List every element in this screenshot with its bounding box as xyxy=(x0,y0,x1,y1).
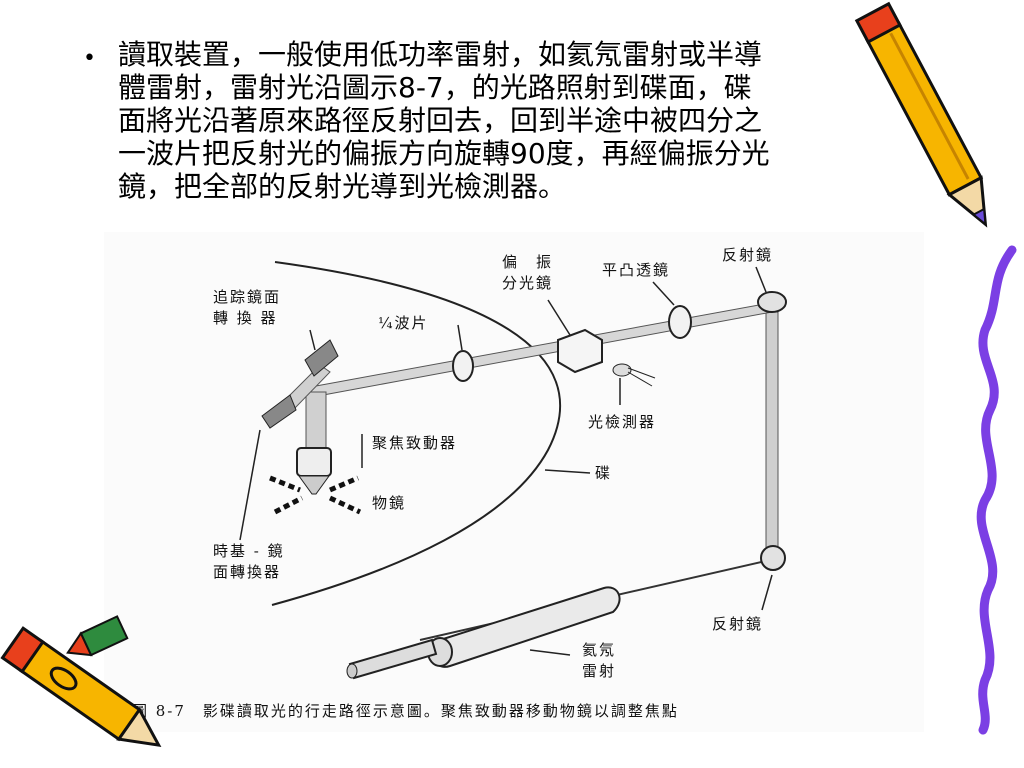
tracking-mirror xyxy=(304,339,339,377)
text-line: 鏡，把全部的反射光導到光檢測器。 xyxy=(118,170,567,203)
label-objective: 物鏡 xyxy=(372,494,407,512)
text-line: 體雷射，雷射光沿圖示8-7，的光路照射到碟面，碟 xyxy=(118,71,752,104)
focus-actuator xyxy=(296,447,332,495)
label-plano-convex-lens: 平凸透鏡 xyxy=(602,261,671,279)
timebase-mirror xyxy=(261,394,297,429)
pencil-icon xyxy=(66,615,129,657)
label-reflector-bottom: 反射鏡 xyxy=(712,615,764,633)
pencil-icon xyxy=(854,1,988,228)
pencil-icon xyxy=(0,626,162,747)
label-photo-detector: 光檢測器 xyxy=(588,413,657,431)
label-tracking-mirror: 追踪鏡面 轉 換 器 xyxy=(213,288,282,327)
figure-caption: 圖 8-7 影碟讀取光的行走路徑示意圖。聚焦致動器移動物鏡以調整焦點 xyxy=(132,702,679,720)
text-line: 一波片把反射光的偏振方向旋轉90度，再經偏振分光 xyxy=(118,137,770,170)
label-disc: 碟 xyxy=(595,464,613,482)
label-focus-actuator: 聚焦致動器 xyxy=(372,434,458,452)
squiggle-icon xyxy=(976,245,1017,735)
text-line: 面將光沿著原來路徑反射回去，回到半途中被四分之 xyxy=(118,104,763,137)
quarter-wave-plate xyxy=(452,350,474,382)
label-polarizing-splitter: 偏 振 分光鏡 xyxy=(502,253,554,292)
label-timebase-mirror: 時基 - 鏡 面轉換器 xyxy=(213,542,285,581)
bullet-paragraph: 讀取裝置，一般使用低功率雷射，如氦氖雷射或半導 體雷射，雷射光沿圖示8-7，的光… xyxy=(118,38,908,203)
text-line: 讀取裝置，一般使用低功率雷射，如氦氖雷射或半導 xyxy=(118,38,763,71)
diagram-area xyxy=(104,232,924,732)
label-reflector-top: 反射鏡 xyxy=(722,246,774,264)
reflector-top xyxy=(757,291,787,313)
label-hene-laser: 氦氖 雷射 xyxy=(582,641,617,680)
label-pointers xyxy=(239,266,773,656)
polarizing-splitter xyxy=(557,328,603,374)
objective-arrows xyxy=(269,475,362,515)
hene-laser xyxy=(346,586,621,680)
plano-convex-lens xyxy=(668,305,692,339)
photo-detector xyxy=(612,363,656,387)
reflector-bottom xyxy=(760,545,786,571)
disc-arc xyxy=(271,261,561,606)
bullet-marker: • xyxy=(83,46,96,71)
label-quarter-wave: ¼波片 xyxy=(378,314,429,332)
